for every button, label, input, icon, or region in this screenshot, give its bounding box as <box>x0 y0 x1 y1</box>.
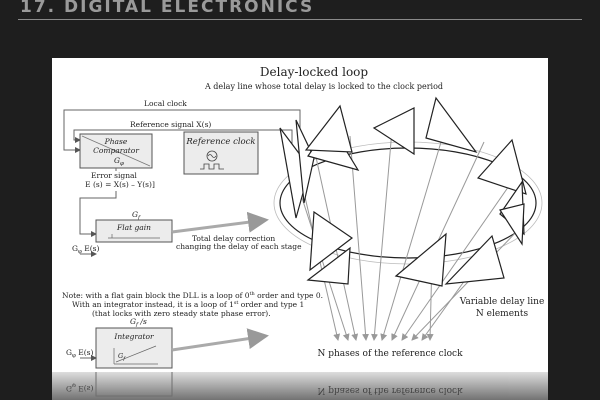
reflection-input-label: Gφ E(s) <box>66 382 93 393</box>
delay-element <box>295 119 315 204</box>
delay-element <box>499 203 525 246</box>
integrator-plot-icon <box>113 345 158 365</box>
chapter-title: 17. DIGITAL ELECTRONICS <box>20 0 315 17</box>
note-line-3: (that locks with zero steady state phase… <box>92 309 271 318</box>
delay-element <box>306 246 351 285</box>
phase-comparator-gain: Gφ <box>114 156 124 167</box>
phase-comparator-line2: Comparator <box>93 146 139 155</box>
slide-header: 17. DIGITAL ELECTRONICS <box>0 0 600 22</box>
integrator-output-arrow <box>171 328 269 352</box>
sine-wave-icon <box>207 154 217 158</box>
integrator-gain-label: Gf /s <box>130 317 147 328</box>
integrator-plot-gain: Gf <box>118 352 126 362</box>
phase-comparator-diagonal <box>81 135 151 167</box>
delay-element <box>309 210 354 272</box>
flat-gain-gf-label: Gf <box>132 210 141 221</box>
error-to-gain-wire <box>79 191 117 237</box>
tap-arrow <box>349 135 370 341</box>
header-rule <box>18 19 582 20</box>
tap-arrow <box>401 169 521 341</box>
phase-comparator-line1: Phase <box>104 137 128 146</box>
delay-element <box>444 234 505 285</box>
local-clock-label: Local clock <box>144 99 187 108</box>
variable-delay-line-label: Variable delay line <box>459 297 545 307</box>
flat-gain-input-label: Gφ E(s) <box>72 244 99 255</box>
reflection-svg: Gφ E(s) N phases of the reference clock <box>66 372 463 397</box>
slide: Delay-locked loop A delay line whose tot… <box>52 58 548 400</box>
flat-gain-plot-icon <box>108 234 160 239</box>
sine-source-icon <box>206 150 218 162</box>
reference-clock-label: Reference clock <box>185 137 255 147</box>
diagram-title: Delay-locked loop <box>260 65 368 79</box>
note-line-2: With an integrator instead, it is a loop… <box>72 300 304 309</box>
delay-element <box>394 232 447 287</box>
local-clock-wire <box>63 109 301 153</box>
reference-clock-block <box>183 131 259 175</box>
delay-correction-arrow <box>171 211 269 234</box>
integrator-input-label: Gφ E(s) <box>66 348 93 359</box>
tap-arrow <box>380 131 445 341</box>
delay-element <box>372 107 415 156</box>
square-wave-icon <box>200 163 224 170</box>
reflection-block <box>95 372 173 397</box>
total-delay-label-1: Total delay correction <box>192 234 275 243</box>
total-delay-label-2: changing the delay of each stage <box>176 242 302 251</box>
reflection-phases-label: N phases of the reference clock <box>317 385 463 395</box>
delay-element <box>304 104 353 153</box>
reference-signal-label: Reference signal X(s) <box>130 120 211 129</box>
integrator-label: Integrator <box>113 332 154 341</box>
delay-element <box>425 96 478 154</box>
integrator-block <box>95 327 173 369</box>
slide-reflection: Gφ E(s) N phases of the reference clock <box>52 372 548 400</box>
n-phases-label: N phases of the reference clock <box>317 349 463 359</box>
tap-arrow <box>371 129 393 341</box>
reference-signal-wire <box>73 129 293 148</box>
n-elements-label: N elements <box>476 309 529 319</box>
error-signal-equation: E (s) = X(s) – Y(s)] <box>85 180 155 189</box>
diagram-subtitle: A delay line whose total delay is locked… <box>204 82 443 91</box>
delay-elements <box>279 96 527 287</box>
flat-gain-label: Flat gain <box>116 223 151 232</box>
dll-diagram: Delay-locked loop A delay line whose tot… <box>62 65 545 369</box>
delay-element <box>476 138 527 195</box>
note-line-1: Note: with a flat gain block the DLL is … <box>62 291 323 300</box>
error-signal-label: Error signal <box>91 171 137 180</box>
